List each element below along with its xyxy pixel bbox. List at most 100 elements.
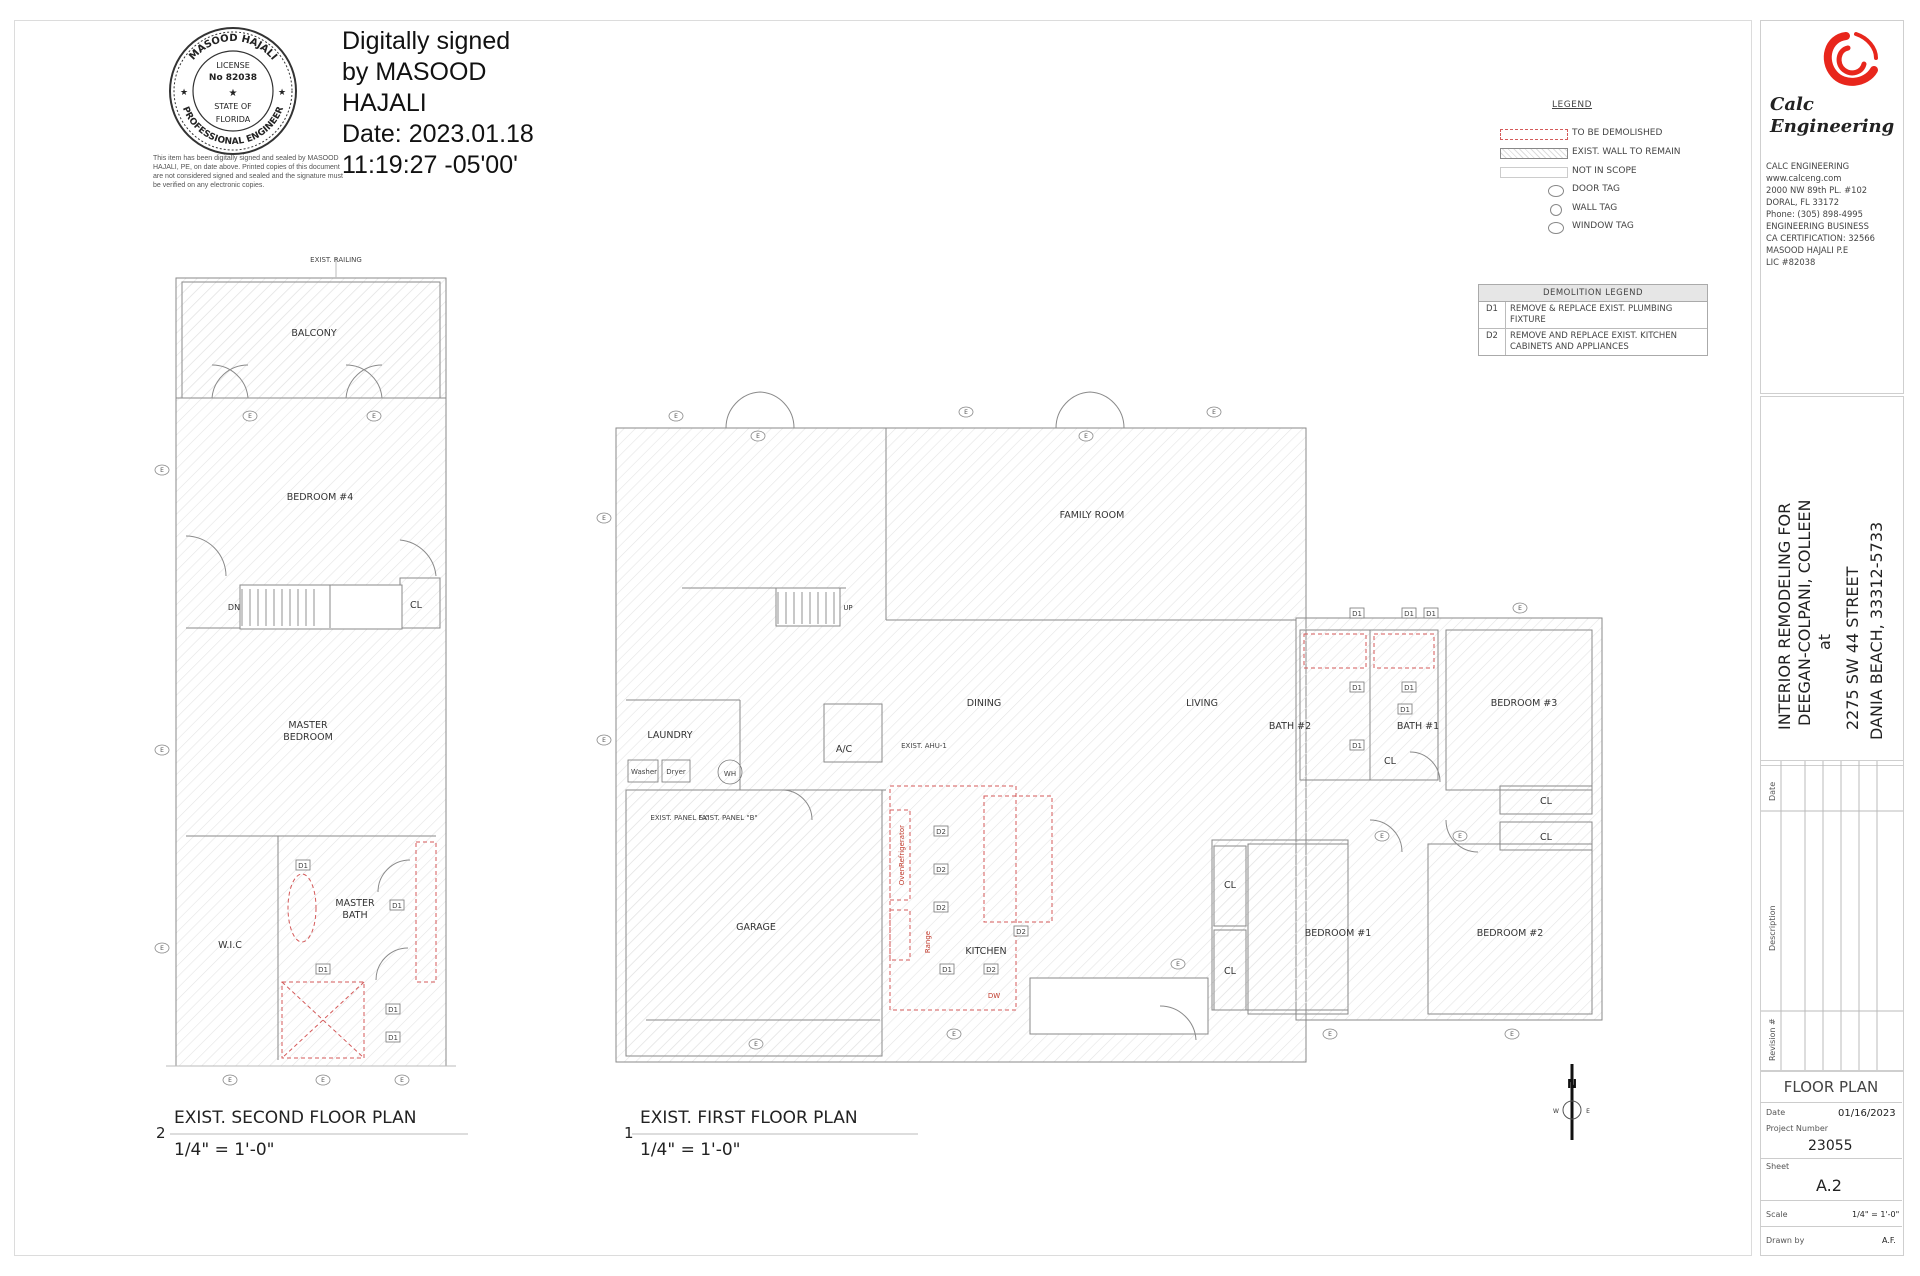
svg-text:2275 SW 44 STREET: 2275 SW 44 STREET — [1843, 566, 1862, 730]
company-info: CALC ENGINEERING www.calceng.com 2000 NW… — [1766, 161, 1875, 267]
room-bedroom2: BEDROOM #2 — [1477, 928, 1544, 939]
oven-label: Oven — [898, 867, 906, 885]
engineer-seal: MASOOD HAJALI PROFESSIONAL ENGINEER LICE… — [166, 24, 300, 158]
legend-item: WALL TAG — [1496, 203, 1756, 216]
room-closet: CL — [410, 600, 423, 611]
svg-text:DEEGAN-COLPANI, COLLEEN: DEEGAN-COLPANI, COLLEEN — [1795, 499, 1814, 726]
svg-text:E: E — [228, 1077, 232, 1084]
demolition-tag: D1 — [295, 859, 311, 871]
seal-number: No 82038 — [209, 73, 257, 83]
wall-tag: E — [1374, 830, 1390, 842]
wall-tag: E — [946, 1028, 962, 1040]
title-block: Calc Engineering CALC ENGINEERING www.ca… — [1760, 20, 1904, 1256]
svg-text:D2: D2 — [936, 866, 946, 874]
second-floor-scale: 1/4" = 1'-0" — [174, 1140, 275, 1160]
wall-tag: E — [315, 1074, 331, 1086]
dishwasher-label: DW — [988, 992, 1000, 1000]
demolition-tag: D1 — [1401, 607, 1417, 619]
room-laundry: LAUNDRY — [647, 730, 692, 741]
svg-text:E: E — [1458, 833, 1462, 840]
dryer-label: Dryer — [666, 768, 686, 776]
svg-text:E: E — [372, 413, 376, 420]
svg-text:W: W — [1553, 1108, 1559, 1115]
digital-signature: Digitally signed by MASOOD HAJALI Date: … — [342, 26, 534, 181]
signature-date: Date: 2023.01.18 — [342, 120, 534, 148]
sheet-scale: 1/4" = 1'-0" — [1852, 1210, 1900, 1219]
demolition-row: D1 REMOVE & REPLACE EXIST. PLUMBING FIXT… — [1479, 302, 1707, 329]
svg-text:D2: D2 — [936, 904, 946, 912]
drawn-by-label: Drawn by — [1766, 1236, 1805, 1245]
wall-tag: E — [748, 1038, 764, 1050]
railing-label: EXIST. RAILING — [310, 256, 362, 264]
wall-tag: E — [154, 942, 170, 954]
svg-text:D1: D1 — [1426, 610, 1436, 618]
wall-tag: E — [1452, 830, 1468, 842]
room-closet: CL — [1384, 756, 1397, 767]
washer-label: Washer — [631, 768, 657, 776]
demolition-tag: D2 — [933, 825, 949, 837]
seal-state: FLORIDA — [216, 115, 251, 124]
legend-item: EXIST. WALL TO REMAIN — [1496, 147, 1756, 159]
signature-line: HAJALI — [342, 89, 427, 117]
svg-text:E: E — [1380, 833, 1384, 840]
second-floor-title: EXIST. SECOND FLOOR PLAN — [174, 1108, 417, 1128]
scale-label: Scale — [1766, 1210, 1788, 1219]
first-floor-scale: 1/4" = 1'-0" — [640, 1140, 741, 1160]
svg-text:E: E — [400, 1077, 404, 1084]
company-name: Calc Engineering — [1770, 94, 1895, 137]
svg-text:E: E — [674, 413, 678, 420]
seal-license-label: LICENSE — [216, 61, 250, 70]
room-bedroom3: BEDROOM #3 — [1491, 698, 1558, 709]
sheet-date: 01/16/2023 — [1838, 1108, 1896, 1119]
signature-time: 11:19:27 -05'00' — [342, 151, 518, 179]
wall-tag: E — [1322, 1028, 1338, 1040]
svg-text:D2: D2 — [1016, 928, 1026, 936]
room-family-room: FAMILY ROOM — [1060, 510, 1125, 521]
room-master-bath: MASTER — [335, 898, 375, 909]
room-master-bedroom: MASTER — [288, 720, 328, 731]
revision-table: Date Description Revision # — [1760, 760, 1904, 1072]
room-balcony: BALCONY — [291, 328, 337, 339]
room-wic: W.I.C — [218, 940, 242, 951]
room-closet: CL — [1540, 796, 1553, 807]
demolition-tag: D1 — [385, 1031, 401, 1043]
svg-text:D1: D1 — [942, 966, 952, 974]
svg-text:E: E — [1510, 1031, 1514, 1038]
wall-tag: E — [366, 410, 382, 422]
wall-tag: E — [668, 410, 684, 422]
svg-text:★: ★ — [278, 87, 286, 97]
room-closet: CL — [1540, 832, 1553, 843]
svg-text:at: at — [1815, 634, 1834, 650]
demolition-tag: D1 — [1423, 607, 1439, 619]
svg-text:E: E — [756, 433, 760, 440]
room-closet: CL — [1224, 880, 1237, 891]
demolition-tag: D1 — [1349, 739, 1365, 751]
svg-text:E: E — [1586, 1108, 1590, 1115]
svg-text:E: E — [1518, 605, 1522, 612]
svg-text:N: N — [1567, 1077, 1577, 1091]
room-garage: GARAGE — [736, 922, 776, 933]
sheet-label: Sheet — [1766, 1162, 1790, 1171]
svg-text:E: E — [1212, 409, 1216, 416]
svg-text:D1: D1 — [1352, 742, 1362, 750]
demolition-tag: D2 — [983, 963, 999, 975]
legend-item: TO BE DEMOLISHED — [1496, 128, 1756, 140]
legend-item: DOOR TAG — [1496, 184, 1756, 197]
room-kitchen: KITCHEN — [965, 946, 1006, 957]
water-heater-label: WH — [724, 770, 736, 778]
drawn-by: A.F. — [1882, 1236, 1896, 1245]
floor-plans: E E E E E E E E E E E E E E E E E E E E … — [154, 256, 1603, 1140]
north-arrow-icon: N W E — [1553, 1064, 1590, 1140]
svg-text:E: E — [248, 413, 252, 420]
plan-number: 2 — [156, 1124, 166, 1142]
svg-text:E: E — [160, 945, 164, 952]
wall-tag: E — [1078, 430, 1094, 442]
ahu-label: EXIST. AHU-1 — [901, 742, 947, 750]
first-floor-title: EXIST. FIRST FLOOR PLAN — [640, 1108, 858, 1128]
room-bedroom4: BEDROOM #4 — [287, 492, 354, 503]
wall-tag: E — [154, 464, 170, 476]
wall-tag: E — [222, 1074, 238, 1086]
wall-tag: E — [596, 512, 612, 524]
seal-note: This item has been digitally signed and … — [153, 155, 343, 189]
wall-tag: E — [596, 734, 612, 746]
